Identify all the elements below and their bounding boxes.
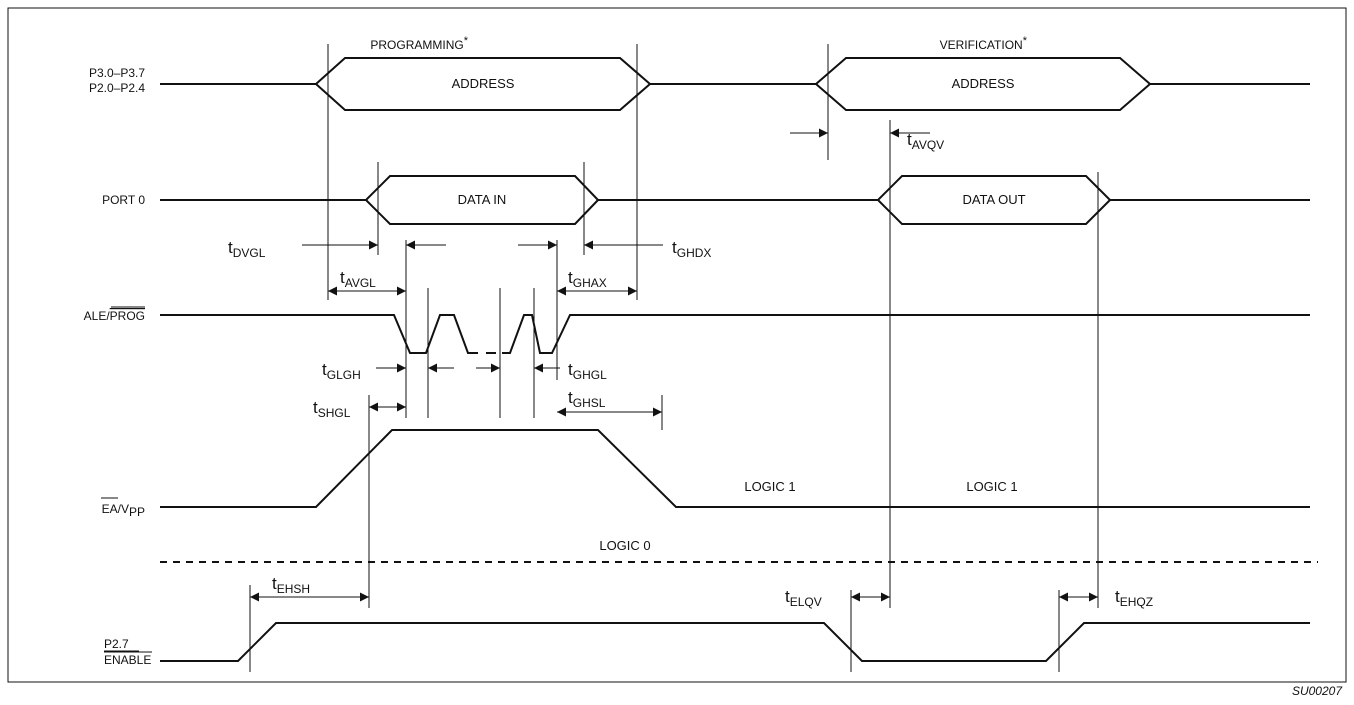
enable-trace [160,622,1310,662]
timing-label-ghax: tGHAX [568,268,607,290]
timing-label-ehqz: tEHQZ [1115,587,1153,609]
timing-label-ghdx: tGHDX [672,238,711,260]
signal-label-addr-2: P2.0–P2.4 [89,81,145,95]
address-bus-trace [160,57,1310,111]
address-prog-label: ADDRESS [452,76,515,91]
data-in-label: DATA IN [458,192,507,207]
signal-label-ale-prog: ALE/PROG [84,309,145,323]
timing-label-avgl: tAVGL [340,268,376,290]
signal-label-port0: PORT 0 [102,193,145,207]
signal-label-ea-vpp: EA/VPP [102,502,145,519]
phase-programming: PROGRAMMING* [370,35,468,52]
logic1-a-label: LOGIC 1 [744,479,795,494]
port0-bus-trace [160,175,1310,225]
prog-overbar-text: PROG [110,309,145,323]
data-out-label: DATA OUT [962,192,1025,207]
phase-verification: VERIFICATION* [940,35,1028,52]
signal-label-addr-1: P3.0–P3.7 [89,66,145,80]
signal-label-p27: P2.7 [104,637,129,651]
signal-label-enable: ENABLE [104,653,151,667]
timing-label-glgh: tGLGH [322,360,361,382]
logic1-b-label: LOGIC 1 [966,479,1017,494]
timing-arrows [250,128,1098,602]
timing-label-ghgl: tGHGL [568,360,607,382]
timing-label-avqv: tAVQV [907,130,944,152]
diagram-border [7,7,1347,683]
figure-id: SU00207 [1292,684,1343,698]
logic0-label: LOGIC 0 [599,538,650,553]
ale-prog-trace [160,314,1310,354]
timing-label-elqv: tELQV [785,587,822,609]
reference-lines [249,44,1099,672]
ea-vpp-trace [160,429,1310,508]
address-verify-label: ADDRESS [952,76,1015,91]
timing-label-dvgl: tDVGL [228,238,266,260]
timing-label-shgl: tSHGL [313,398,351,420]
timing-label-ghsl: tGHSL [568,388,606,410]
timing-label-ehsh: tEHSH [272,574,310,596]
